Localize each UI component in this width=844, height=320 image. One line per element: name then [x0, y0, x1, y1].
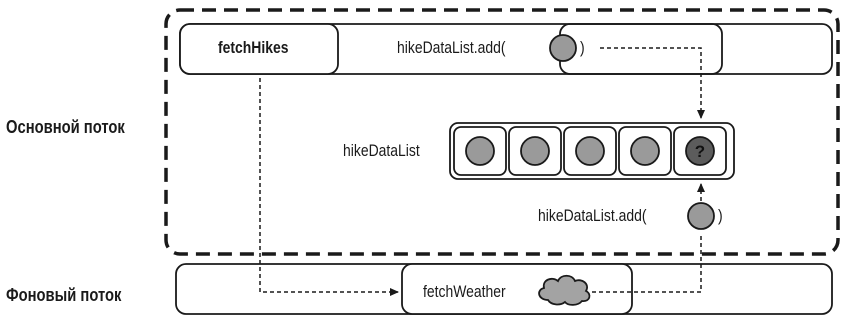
main-thread-label: Основной поток — [6, 117, 125, 137]
list-item — [520, 136, 550, 166]
background-thread-label: Фоновый поток — [6, 285, 122, 305]
fetch-hikes-label: fetchHikes — [218, 38, 289, 57]
bottom-add-call-prefix: hikeDataList.add( — [538, 206, 647, 225]
list-item — [630, 136, 660, 166]
fetch-hikes-box — [179, 23, 339, 75]
arrow-fetch-hikes-to-fetch-weather — [259, 78, 399, 296]
arrow-top-add-to-list — [600, 47, 705, 119]
pending-item — [685, 136, 715, 166]
top-add-item — [549, 34, 577, 62]
fetch-weather-label: fetchWeather — [423, 282, 506, 301]
arrow-weather-to-add — [592, 233, 702, 293]
list-item — [575, 136, 605, 166]
bottom-add-call-suffix: ) — [718, 206, 723, 225]
hike-data-list: ? — [449, 122, 735, 180]
list-label: hikeDataList — [343, 141, 420, 160]
bottom-add-item — [687, 202, 715, 230]
cloud-icon — [538, 274, 591, 306]
top-add-call-suffix: ) — [580, 38, 585, 57]
main-thread-region — [164, 8, 840, 256]
pending-item-mark: ? — [695, 142, 705, 161]
list-item — [465, 136, 495, 166]
top-add-call-prefix: hikeDataList.add( — [397, 38, 506, 57]
